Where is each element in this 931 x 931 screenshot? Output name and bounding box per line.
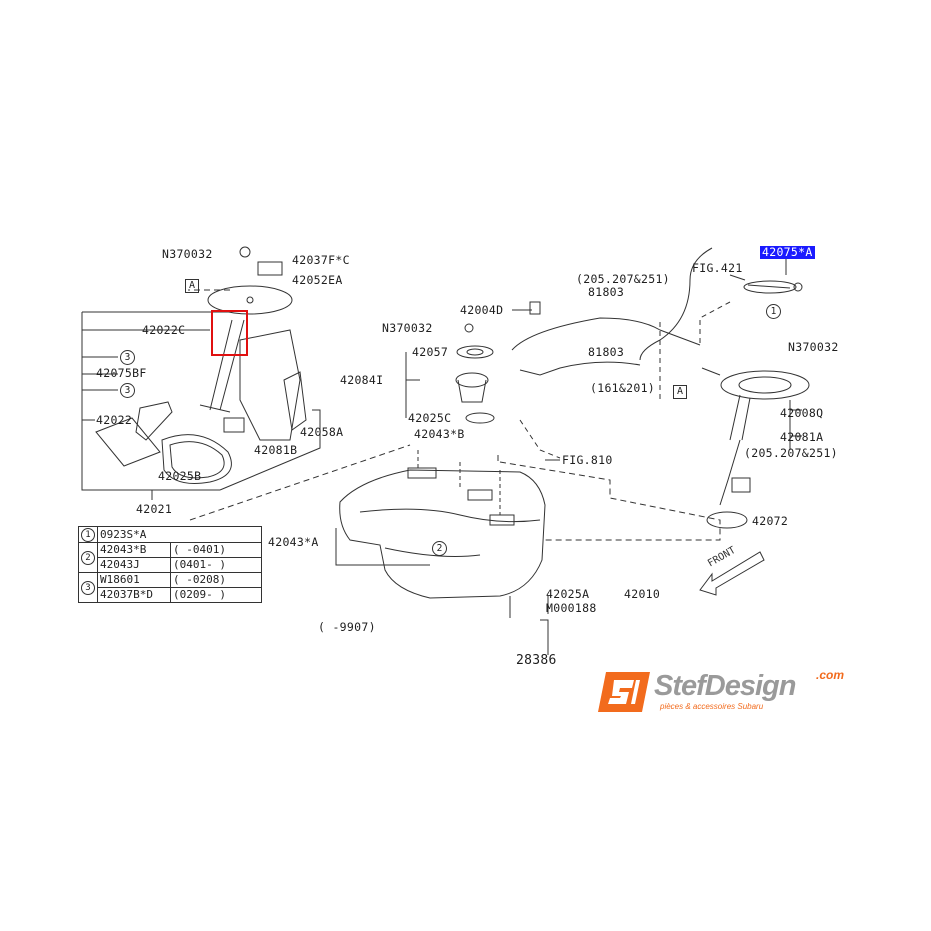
label-m000188: M000188 — [546, 601, 597, 615]
table-cell-ref: 3 — [78, 572, 98, 603]
part-42084i — [455, 372, 489, 388]
ref-circle-2-tank: 2 — [432, 541, 447, 556]
key-table: 1 0923S*A 2 42043*B ( -0401) 42043J (040… — [78, 526, 262, 603]
label-42010: 42010 — [624, 587, 661, 601]
table-cell-ref: 1 — [78, 526, 98, 543]
table-cell-range: (0401- ) — [170, 557, 262, 573]
fig421-pipe — [639, 247, 713, 361]
label-42022c: 42022C — [142, 323, 186, 337]
float — [731, 477, 751, 493]
table-row: 1 0923S*A — [78, 526, 262, 543]
label-42075a-selected[interactable]: 42075*A — [760, 245, 815, 259]
label-42037fc: 42037F*C — [292, 253, 350, 267]
pipe-81803 — [511, 317, 701, 376]
label-42052ea: 42052EA — [292, 273, 343, 287]
bracket-42021 — [81, 311, 321, 491]
label-range-161: (161&201) — [590, 381, 656, 395]
label-42004d: 42004D — [460, 303, 504, 317]
tank-port-3 — [489, 514, 515, 526]
label-42075bf: 42075BF — [96, 366, 147, 380]
label-42025b: 42025B — [158, 469, 202, 483]
label-42043b: 42043*B — [414, 427, 465, 441]
strainer — [95, 417, 161, 467]
stefdesign-logo — [598, 672, 650, 712]
pump-plate — [207, 285, 293, 315]
block-42081b — [223, 417, 245, 433]
label-42057: 42057 — [412, 345, 449, 359]
tank-port-1 — [407, 467, 437, 479]
table-cell-ref: 2 — [78, 542, 98, 573]
ref-circle-1-right: 1 — [766, 304, 781, 319]
level-arm — [719, 439, 741, 506]
label-81803-mid: 81803 — [588, 345, 625, 359]
ref-box-a-left: A — [185, 279, 199, 293]
ref-box-a-right: A — [673, 385, 687, 399]
highlight-callout-box — [211, 310, 248, 356]
leader-42010 — [509, 596, 549, 618]
bracket-42043a — [335, 528, 430, 566]
leader-42075bf — [82, 356, 118, 391]
label-range-9907: ( -9907) — [318, 620, 376, 634]
label-42025c: 42025C — [408, 411, 452, 425]
ring-42072 — [706, 511, 748, 529]
label-fig810: FIG.810 — [562, 453, 613, 467]
table-row: 42037B*D (0209- ) — [79, 587, 262, 603]
bracket-42058a — [283, 371, 307, 431]
label-42084i: 42084I — [340, 373, 384, 387]
front-arrow — [699, 551, 765, 596]
dashed-tank — [497, 455, 721, 541]
label-42058a: 42058A — [300, 425, 344, 439]
label-42072: 42072 — [752, 514, 789, 528]
table-cell-part: 42043J — [97, 557, 171, 573]
pump-body — [135, 401, 173, 441]
table-row: 3 W18601 ( -0208) — [78, 572, 262, 603]
ref-circle-3-b: 3 — [120, 383, 135, 398]
label-42081a: 42081A — [780, 430, 824, 444]
table-cell-range: ( -0208) — [170, 572, 262, 588]
table-row: 2 42043*B ( -0401) — [78, 542, 262, 573]
table-cell-part: 0923S*A — [97, 526, 262, 543]
logo-tagline: pièces & accessoires Subaru — [660, 702, 764, 711]
label-range-205-top: (205.207&251) — [576, 272, 670, 286]
tank-port-2 — [467, 489, 493, 501]
label-n370032-mid: N370032 — [382, 321, 433, 335]
ref-circle-3-a: 3 — [120, 350, 135, 365]
label-n370032-top: N370032 — [162, 247, 213, 261]
pump-arm — [199, 319, 245, 413]
table-cell-part: W18601 — [97, 572, 171, 588]
pump-plate-right — [720, 370, 810, 400]
label-42025a: 42025A — [546, 587, 590, 601]
label-n370032-right: N370032 — [788, 340, 839, 354]
reservoir — [239, 329, 301, 441]
table-row: 42043J (0401- ) — [79, 557, 262, 573]
hose-42075a — [743, 280, 797, 294]
label-42081b: 42081B — [254, 443, 298, 457]
label-28386: 28386 — [516, 653, 557, 668]
label-fig421: FIG.421 — [692, 261, 743, 275]
label-42043a: 42043*A — [268, 535, 319, 549]
label-range-205-right: (205.207&251) — [744, 446, 838, 460]
table-cell-range: (0209- ) — [170, 587, 262, 603]
label-81803-top: 81803 — [588, 285, 625, 299]
bracket-right — [789, 400, 802, 450]
logo-com: .com — [816, 668, 845, 682]
part-42025c — [465, 412, 495, 424]
label-42008q: 42008Q — [780, 406, 824, 420]
dashed-left — [188, 289, 411, 521]
fuel-tank — [339, 469, 546, 599]
table-cell-part: 42037B*D — [97, 587, 171, 603]
gasket-42025b — [161, 434, 232, 484]
part-42057 — [456, 345, 494, 359]
label-42021: 42021 — [136, 502, 173, 516]
table-cell-range: ( -0401) — [170, 542, 262, 558]
table-cell-part: 42043*B — [97, 542, 171, 558]
logo-wordmark: StefDesign — [654, 670, 796, 702]
label-42022: 42022 — [96, 413, 133, 427]
